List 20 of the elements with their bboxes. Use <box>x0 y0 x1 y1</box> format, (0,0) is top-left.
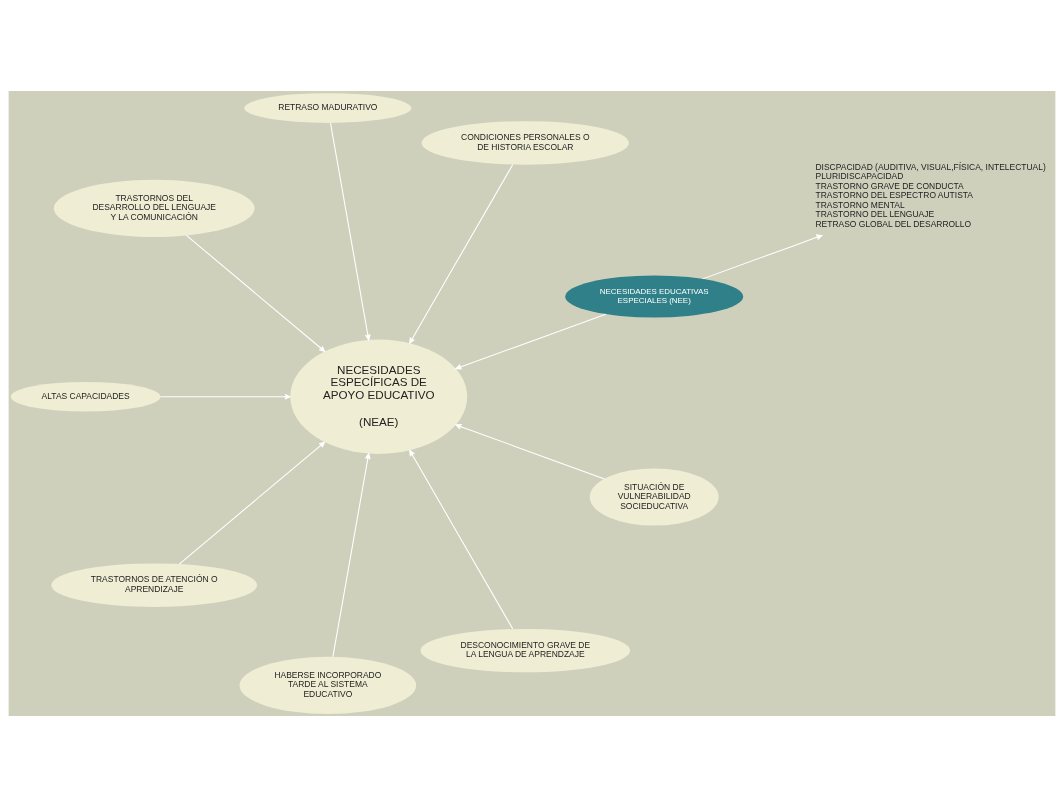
node-ellipse: TRASTORNOS DEL DESARROLLO DEL LENGUAJE Y LA COMUNICACIÓN <box>53 179 255 237</box>
arrow <box>409 164 514 344</box>
node-ellipse: NECESIDADES ESPECÍFICAS DE APOYO EDUCATIVO (NEAE) <box>290 339 468 454</box>
arrow <box>185 234 326 352</box>
arrow <box>330 122 371 341</box>
arrow <box>455 423 605 480</box>
arrow <box>332 453 371 658</box>
node-ellipse: TRASTORNOS DE ATENCIÓN O APRENDIZAJE <box>51 563 258 607</box>
node-ellipse: RETRASO MADURATIVO <box>244 93 412 123</box>
node-ellipse: DESCONOCIMIENTO GRAVE DE LA LENGUA DE APRENDZAJE <box>420 628 631 673</box>
node-text: DISCPACIDAD (AUDITIVA, VISUAL,FÍSICA, INTELECTUAL) PLURIDISCAPACIDAD TRASTORNO GRAVE DE CONDUCTA TRASTORNO DEL ESPECTRO AUTISTA TRASTORNO MENTAL TRASTORNO DEL LENGUAJE RETRASO GLOBAL DEL DESARROLLO <box>815 161 1046 229</box>
node-ellipse: HABERSE INCORPORADO TARDE AL SISTEMA EDUCATIVO <box>239 656 417 714</box>
arrow <box>409 449 514 630</box>
node-ellipse: CONDICIONES PERSONALES O DE HISTORIA ESCOLAR <box>421 121 629 165</box>
arrow <box>455 313 607 370</box>
arrow <box>702 234 823 280</box>
arrow <box>160 393 291 400</box>
node-ellipse: ALTAS CAPACIDADES <box>10 381 161 412</box>
node-ellipse: SITUACIÓN DE VULNERABILIDAD SOCIEDUCATIVA <box>589 468 719 526</box>
arrow <box>178 441 326 565</box>
